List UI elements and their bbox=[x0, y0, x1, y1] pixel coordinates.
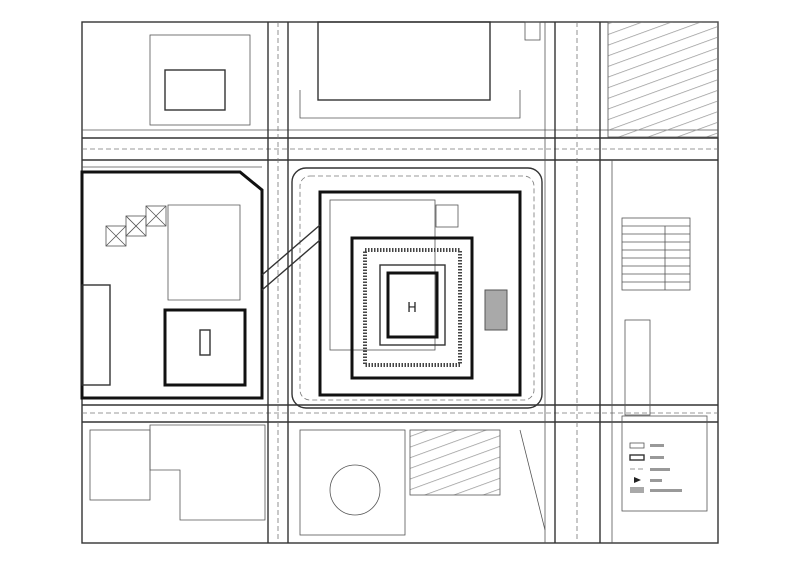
helipad-label: H bbox=[407, 301, 417, 316]
legend bbox=[621, 415, 708, 512]
indicator-table bbox=[621, 217, 691, 291]
road-right bbox=[544, 22, 613, 543]
buildings-top bbox=[149, 21, 719, 138]
building-block-left bbox=[80, 170, 264, 400]
helipad bbox=[386, 271, 439, 339]
project-site: H bbox=[261, 167, 543, 409]
buildings-bottom bbox=[89, 424, 546, 536]
highlight-block bbox=[484, 289, 508, 331]
road-left bbox=[267, 22, 289, 543]
building-right bbox=[624, 319, 651, 416]
